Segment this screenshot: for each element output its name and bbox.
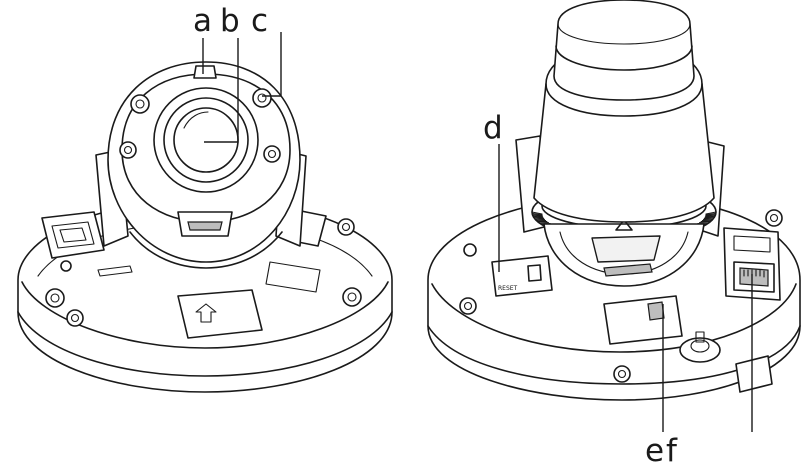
ir-led bbox=[123, 145, 133, 155]
screw-boss bbox=[66, 309, 84, 327]
callout-c: c bbox=[251, 3, 268, 39]
screw-boss bbox=[347, 292, 357, 302]
screw-boss bbox=[337, 218, 355, 236]
right-base-top-edge bbox=[431, 283, 797, 353]
right-top-cap-band bbox=[555, 45, 693, 71]
lens-assembly bbox=[153, 87, 259, 193]
screw-boss bbox=[341, 222, 351, 232]
screw-boss bbox=[45, 288, 65, 308]
left-base-rim bbox=[17, 311, 393, 377]
reset-button-area: RESET bbox=[491, 255, 553, 297]
microsd-slot bbox=[647, 301, 665, 321]
screw-boss bbox=[50, 293, 60, 303]
right-base-rim bbox=[427, 325, 801, 385]
ir-led bbox=[130, 94, 150, 114]
reset-label: RESET bbox=[498, 285, 518, 292]
leader-b bbox=[204, 38, 239, 143]
screw-boss bbox=[613, 365, 631, 383]
screw-boss bbox=[769, 213, 779, 223]
left-cable-channel bbox=[97, 265, 133, 277]
right-cable-notch bbox=[735, 355, 773, 393]
callout-d: d bbox=[483, 110, 503, 146]
rj45-contacts bbox=[743, 269, 765, 278]
callout-labels: a b c d e f bbox=[193, 3, 678, 467]
ir-led bbox=[135, 99, 145, 109]
callout-b: b bbox=[220, 3, 240, 39]
left-front-plate bbox=[177, 289, 263, 339]
lens-highlight bbox=[183, 111, 209, 129]
ir-led bbox=[263, 145, 281, 163]
screw-boss bbox=[765, 209, 783, 227]
left-screw-bosses bbox=[45, 218, 362, 327]
left-dome-faceplate bbox=[121, 73, 291, 223]
screw-boss bbox=[463, 243, 477, 257]
top-light-sensor bbox=[193, 65, 217, 79]
ir-led bbox=[267, 149, 277, 159]
left-cable-channel bbox=[265, 261, 321, 293]
callout-a: a bbox=[193, 3, 212, 39]
network-connector-area bbox=[723, 227, 781, 301]
right-top-cap-edge bbox=[557, 23, 691, 45]
right-camera-rear-view: RESET bbox=[427, 0, 801, 401]
microsd-slot-area bbox=[603, 295, 683, 345]
ir-led bbox=[252, 88, 272, 108]
ir-led bbox=[119, 141, 137, 159]
rj45-port-inner bbox=[739, 267, 769, 287]
screw-boss bbox=[463, 301, 473, 311]
callout-f: f bbox=[666, 433, 678, 467]
screw-boss bbox=[70, 313, 80, 323]
network-port-label-plate bbox=[733, 235, 771, 253]
left-base-top-edge bbox=[21, 281, 389, 349]
left-cable-connector-block bbox=[41, 211, 105, 259]
left-dome-neck bbox=[129, 231, 283, 269]
front-indicator-triangle bbox=[615, 219, 633, 231]
screw-boss bbox=[342, 287, 362, 307]
cable-gland bbox=[679, 331, 721, 363]
right-dome-strip bbox=[603, 263, 653, 277]
reset-button bbox=[527, 264, 542, 282]
lens-middle-ring bbox=[163, 97, 249, 183]
left-camera-front-view bbox=[17, 61, 393, 393]
screw-boss bbox=[459, 297, 477, 315]
right-dome-lens-window bbox=[591, 235, 661, 263]
right-housing-cylinder-rim bbox=[545, 83, 703, 117]
ir-led bbox=[257, 93, 267, 103]
ir-led-group bbox=[119, 88, 281, 163]
leader-lines bbox=[202, 32, 753, 432]
left-dome-slot-inner bbox=[187, 221, 223, 231]
screw-boss bbox=[617, 369, 627, 379]
leader-c bbox=[262, 32, 282, 97]
screw-boss bbox=[60, 260, 72, 272]
right-top-cap bbox=[553, 0, 695, 101]
lens-outer-ring bbox=[153, 87, 259, 193]
callout-e: e bbox=[645, 433, 664, 467]
